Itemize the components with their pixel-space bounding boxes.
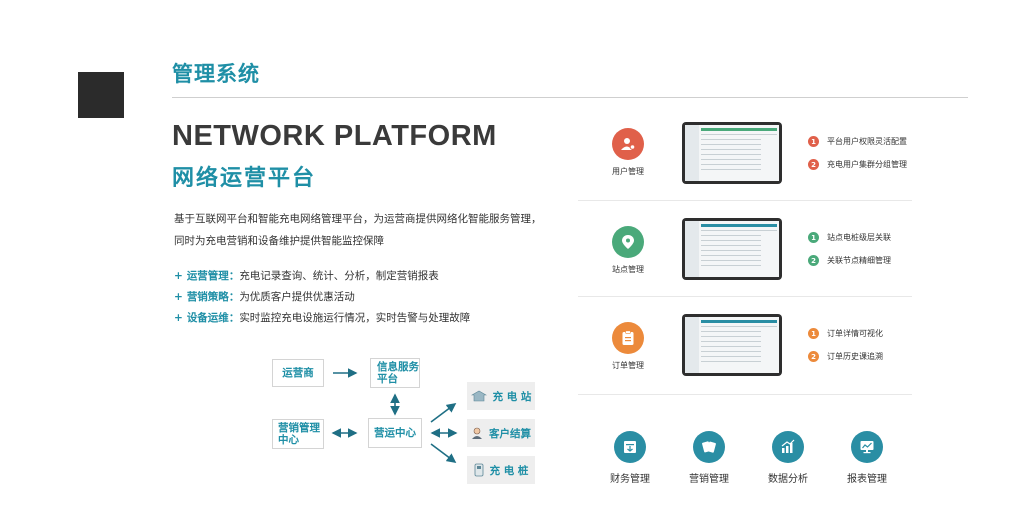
operator-label: 运营商 [282,367,314,379]
module-bullet: 2 订单历史课追溯 [808,351,883,362]
settlement-box: 客户结算 [467,419,535,447]
bullet-number: 2 [808,159,819,170]
customer-icon [472,427,482,439]
intro-text: 基于互联网平台和智能充电网络管理平台，为运营商提供网络化智能服务管理，同时为充电… [174,213,542,247]
marketing-center-box: 营销管理 中心 [272,419,324,449]
module-label: 站点管理 [612,265,644,274]
bottom-label: 报表管理 [847,474,887,485]
feature-item: +营销策略：为优质客户提供优惠活动 [174,287,470,308]
module-label: 用户管理 [612,167,644,176]
bullet-text: 充电用户集群分组管理 [827,160,907,169]
section-title: 管理系统 [172,62,260,86]
bullet-text: 订单历史课追溯 [827,352,883,361]
info-platform-label-2: 平台 [377,373,398,385]
module-bullet: 1 订单详情可视化 [808,328,883,339]
bottom-label: 营销管理 [689,474,729,485]
headline-chinese: 网络运营平台 [172,166,317,191]
station-icon [470,390,487,402]
bullet-number: 1 [808,136,819,147]
arrow-to-pile [430,443,457,463]
charging-pile-icon [474,463,483,477]
module-bullet: 1 平台用户权限灵活配置 [808,136,907,147]
divider [172,97,968,98]
operator-box: 运营商 [272,359,324,387]
feature-separator: ： [228,312,240,324]
feature-name: 营销策略 [186,291,229,303]
marketing-label-1: 营销管理 [278,422,320,434]
screen-preview [685,317,779,373]
screenshot-monitor [682,122,782,184]
feature-desc: 充电记录查询、统计、分析，制定营销报表 [239,270,439,282]
module-bullet: 2 关联节点精细管理 [808,255,891,266]
marketing-icon [693,431,725,463]
plus-icon: + [174,291,183,303]
feature-desc: 为优质客户提供优惠活动 [239,291,355,303]
module-label: 订单管理 [612,361,644,370]
row-divider [578,394,912,395]
bullet-text: 站点电桩级层关联 [827,233,891,242]
bullet-number: 1 [808,328,819,339]
info-platform-box: 信息服务 平台 [370,358,420,388]
bottom-label: 财务管理 [610,474,650,485]
settlement-label: 客户结算 [489,427,531,440]
plus-icon: + [174,270,183,282]
bottom-label: 数据分析 [768,474,808,485]
bullet-number: 1 [808,232,819,243]
clipboard-icon [612,322,644,354]
headline-english: NETWORK PLATFORM [172,120,497,152]
screenshot-monitor [682,314,782,376]
screen-preview [685,221,779,277]
finance-icon [614,431,646,463]
bullet-text: 订单详情可视化 [827,329,883,338]
marketing-label-2: 中心 [278,434,299,446]
bullet-text: 关联节点精细管理 [827,256,891,265]
module-bullet: 2 充电用户集群分组管理 [808,159,907,170]
feature-list: +运营管理：充电记录查询、统计、分析，制定营销报表 +营销策略：为优质客户提供优… [174,266,470,329]
module-bullet: 1 站点电桩级层关联 [808,232,891,243]
pile-box: 充 电 桩 [467,456,535,484]
user-gear-icon [612,128,644,160]
bullet-text: 平台用户权限灵活配置 [827,137,907,146]
ops-center-label: 营运中心 [374,427,416,439]
screenshot-monitor [682,218,782,280]
station-label: 充 电 站 [492,390,532,403]
plus-icon: + [174,312,183,324]
station-box: 充 电 站 [467,382,535,410]
bullet-number: 2 [808,351,819,362]
pile-label: 充 电 桩 [489,464,529,477]
bullet-number: 2 [808,255,819,266]
arrow-to-station [430,403,457,423]
logo-block [78,72,124,118]
row-divider [578,296,912,297]
data-analysis-icon [772,431,804,463]
feature-name: 运营管理 [186,270,229,282]
feature-separator: ： [228,291,240,303]
row-divider [578,200,912,201]
location-pin-icon [612,226,644,258]
report-icon [851,431,883,463]
feature-name: 设备运维 [186,312,229,324]
ops-center-box: 营运中心 [368,418,422,448]
feature-desc: 实时监控充电设施运行情况，实时告警与处理故障 [239,312,471,324]
feature-separator: ： [228,270,240,282]
feature-item: +设备运维：实时监控充电设施运行情况，实时告警与处理故障 [174,308,470,329]
feature-item: +运营管理：充电记录查询、统计、分析，制定营销报表 [174,266,470,287]
info-platform-label-1: 信息服务 [377,361,419,373]
screen-preview [685,125,779,181]
